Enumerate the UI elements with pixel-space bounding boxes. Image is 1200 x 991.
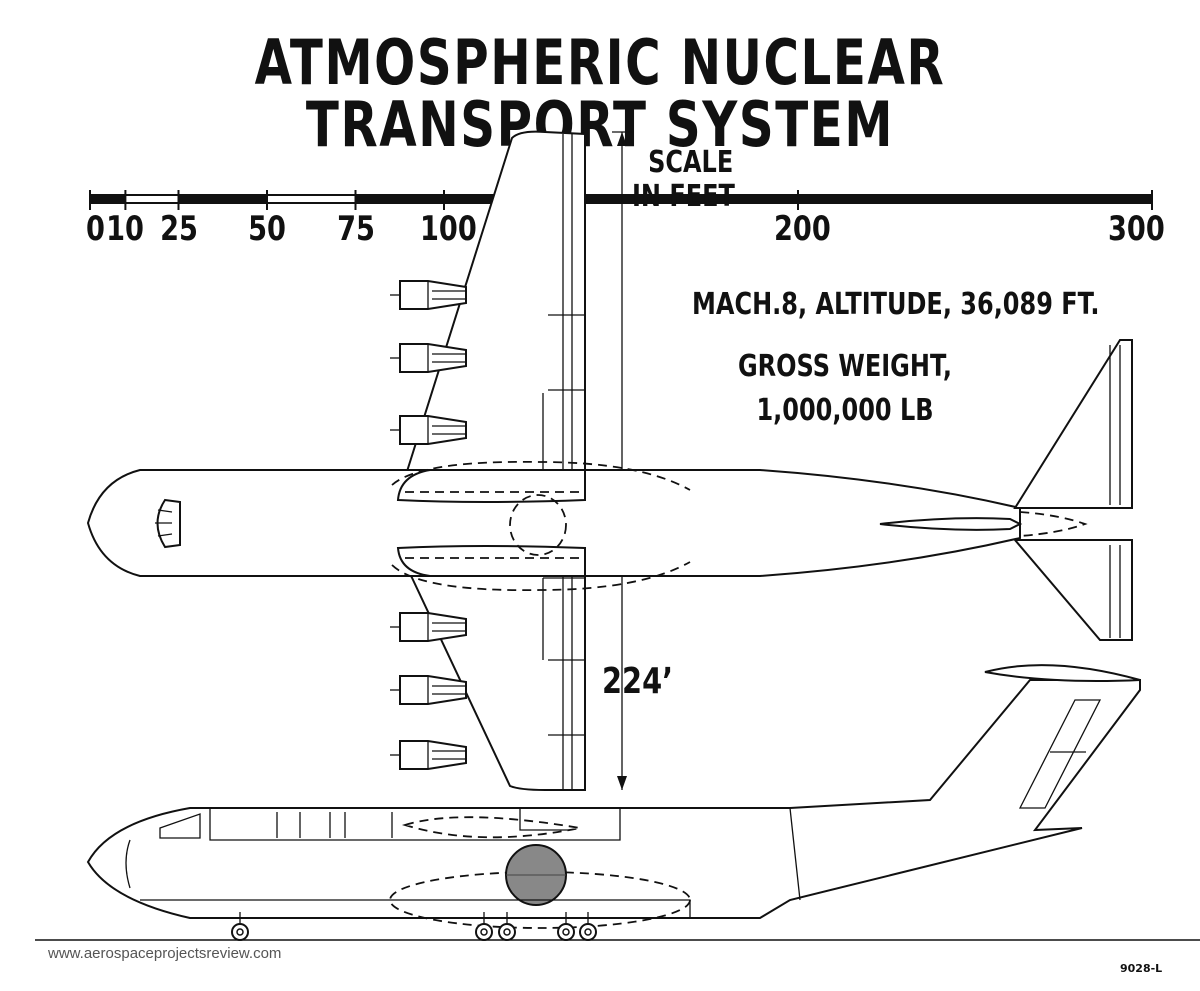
scale-bar-segments (90, 195, 1152, 203)
website-credit: www.aerospaceprojectsreview.com (48, 945, 282, 962)
scale-title-line2: IN FEET (632, 179, 735, 214)
cockpit-side (159, 813, 201, 839)
scale-tick-label: 100 (420, 209, 477, 249)
scale-segment (90, 195, 126, 203)
scale-title-line1: SCALE (648, 145, 734, 180)
fuselage-plan (86, 469, 1021, 577)
engine-pod (390, 612, 467, 642)
lower-fairing-dashed (391, 561, 691, 592)
scale-tick-label: 200 (774, 209, 831, 249)
scale-segment (444, 195, 798, 203)
spec-gross-weight-value: 1,000,000 LB (756, 393, 934, 428)
scale-tick-label: 300 (1108, 209, 1165, 249)
scale-segment (178, 195, 267, 203)
tail-fin-top (984, 664, 1141, 682)
scale-tick-label: 10 (106, 209, 145, 249)
upper-tailplane (1013, 339, 1133, 509)
upper-fairing-dashed (391, 460, 691, 491)
lower-wing-root (396, 545, 586, 577)
drawing-number: 9028-L (1120, 962, 1163, 975)
scale-bar (89, 190, 1153, 210)
wingspan-dimension-line (612, 131, 634, 790)
engine-pods (390, 280, 467, 770)
wingspan-label: 224’ (602, 661, 674, 702)
side-view (35, 664, 1200, 941)
plan-view (86, 130, 1133, 791)
lower-tailplane (1012, 539, 1133, 641)
scale-tick-label: 25 (159, 209, 198, 249)
spec-speed-altitude: MACH.8, ALTITUDE, 36,089 FT. (692, 287, 1100, 322)
scale-segment (355, 195, 444, 203)
reactor-outline-plan (509, 494, 567, 556)
diagram-title: ATMOSPHERIC NUCLEAR TRANSPORT SYSTEM (254, 26, 946, 161)
engine-pod (390, 280, 467, 310)
scale-bar-ticks (89, 190, 1153, 210)
engine-pod (390, 740, 467, 770)
scale-tick-label: 50 (248, 209, 286, 249)
engine-pod (390, 343, 467, 373)
vertical-fin-plan (879, 517, 1023, 531)
wing-section-dashed (401, 816, 581, 839)
spec-gross-weight-label: GROSS WEIGHT, (737, 349, 953, 384)
rudder (1018, 699, 1102, 809)
scale-segment (798, 195, 1152, 203)
fuselage-side (86, 679, 1141, 919)
cockpit-windows (156, 498, 181, 549)
scale-tick-label: 0 (86, 209, 105, 249)
engine-pod (390, 675, 467, 705)
landing-gear-wheel (231, 912, 249, 941)
upper-wing-root (396, 469, 586, 503)
scale-title: SCALE IN FEET (632, 148, 735, 212)
engine-pod (390, 415, 467, 445)
lower-wing-flaps (542, 577, 585, 736)
scale-tick-label: 75 (336, 209, 375, 249)
cabin-outline (209, 807, 801, 901)
